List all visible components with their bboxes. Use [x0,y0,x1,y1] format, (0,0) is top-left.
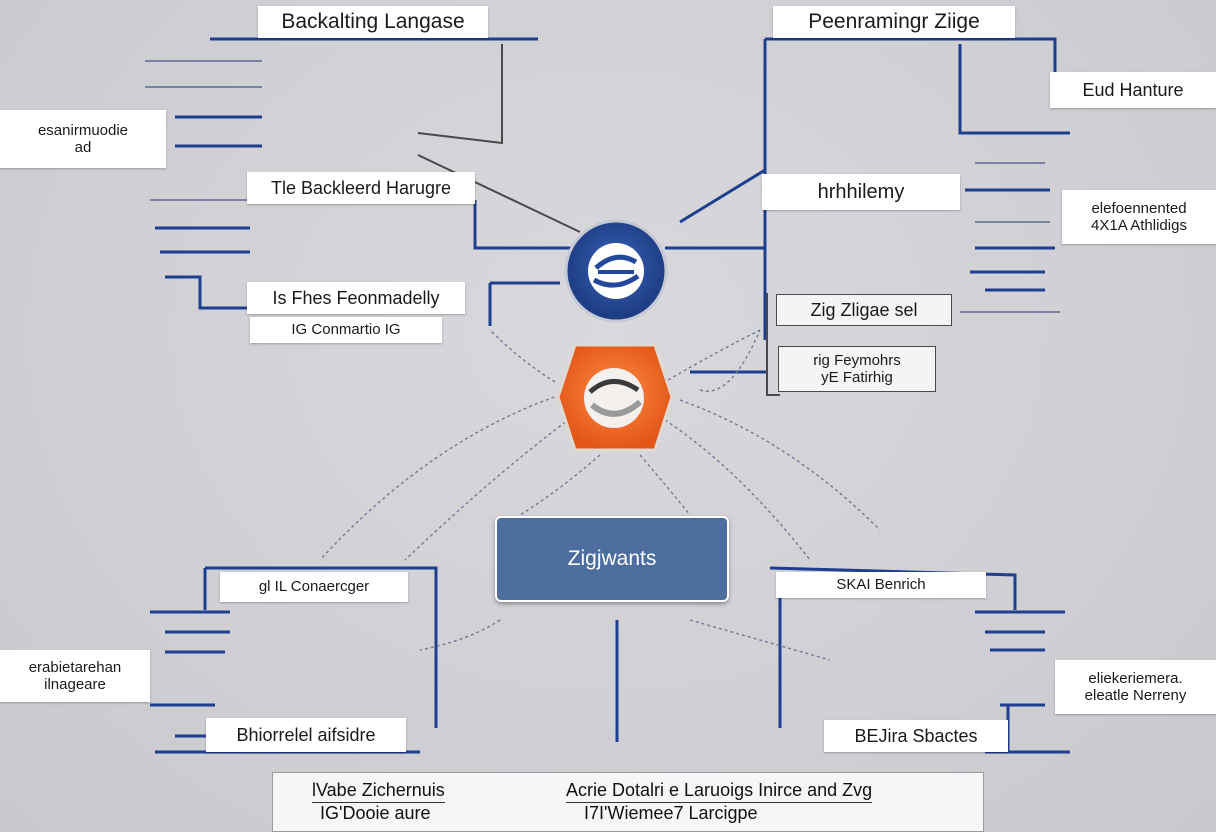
label-bottom-right-side-line2: eleatle Nerreny [1084,687,1187,704]
label-left-upper-line1: esanirmuodie [37,121,129,139]
grey-connectors [417,44,780,396]
footer-right-line2: I7I'Wiemee7 Larcigpe [584,802,758,823]
label-bottom-left-side-line1: erabietarehan [28,658,122,676]
label-right-mid2[interactable]: elefoennented 4X1A Athlidigs [1062,190,1216,244]
label-right-mid2-line1: elefoennented [1091,199,1187,217]
footer-right-text: Acrie Dotalri e Laruoigs Inirce and Zvg … [566,780,873,824]
zig-logo-node-middle[interactable] [556,343,674,452]
footer-left-line1: lVabe Zichernuis [312,780,445,803]
label-left-lower-line2[interactable]: IG Conmartio IG [250,317,442,343]
label-left-mid[interactable]: Tle Backleerd Harugre [247,172,475,204]
footer-right-line1: Acrie Dotalri e Laruoigs Inirce and Zvg [566,780,873,803]
label-left-upper[interactable]: esanirmuodie ad [0,110,166,168]
label-fey-box-line2: yE Fatirhig [821,369,893,386]
label-fey-box[interactable]: rig Feymohrs yE Fatirhig [778,346,936,392]
dotted-connectors [319,329,881,661]
zig-logo-node-top[interactable] [564,219,668,323]
label-bottom-left-side[interactable]: erabietarehan ilnageare [0,650,150,702]
label-top-right-title[interactable]: Peenramingr Ziige [773,6,1015,38]
footer-left-line2: IG'Dooie aure [320,802,431,823]
label-left-upper-line2: ad [74,139,92,156]
label-bottom-left-upper[interactable]: gl IL Conaercger [220,572,408,602]
label-fey-box-line1: rig Feymohrs [813,351,901,369]
label-bottom-right-side-line1: eliekeriemera. [1088,669,1183,687]
label-bottom-right-side[interactable]: eliekeriemera. eleatle Nerreny [1055,660,1216,714]
footer-left-text: lVabe Zichernuis IG'Dooie aure [312,780,445,824]
label-zig-box[interactable]: Zig Zligae sel [776,294,952,326]
label-right-upper[interactable]: Eud Hanture [1050,72,1216,108]
label-right-mid[interactable]: hrhhilemy [762,174,960,210]
label-bottom-left-side-line2: ilnageare [44,676,106,693]
label-left-lower-line1[interactable]: Is Fhes Feonmadelly [247,282,465,314]
label-top-left-title[interactable]: Backalting Langase [258,6,488,38]
center-node-zigjwants[interactable]: Zigjwants [495,516,729,602]
label-bottom-right-upper[interactable]: SKAI Benrich [776,572,986,598]
label-right-mid2-line2: 4X1A Athlidigs [1091,217,1187,234]
label-bottom-left-lower[interactable]: Bhiorrelel aifsidre [206,718,406,752]
label-bottom-right-lower[interactable]: BEJira Sbactes [824,720,1008,752]
